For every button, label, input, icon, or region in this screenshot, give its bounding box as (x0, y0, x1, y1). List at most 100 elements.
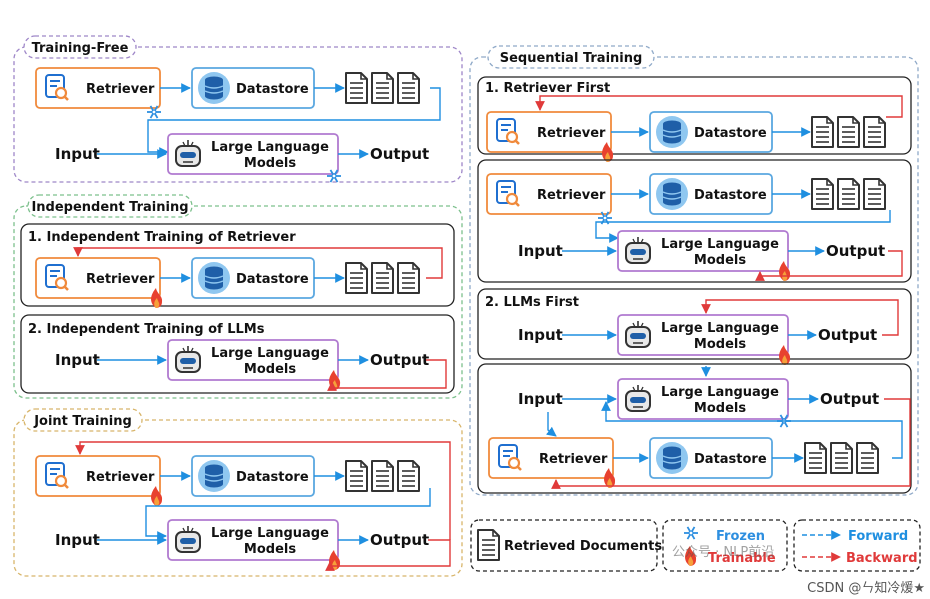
input-label: Input (518, 242, 563, 260)
datastore-label: Datastore (236, 82, 309, 97)
document-icon (345, 262, 368, 294)
document-icon (804, 442, 827, 474)
input-label: Input (518, 390, 563, 408)
output-label: Output (820, 390, 879, 408)
backward-arrow (535, 95, 903, 118)
legend-backward-label: Backward (846, 551, 918, 566)
backward-arrow (327, 359, 447, 391)
independent-llm-panel (20, 314, 455, 394)
document-icon (371, 72, 394, 104)
forward-arrow (147, 87, 441, 157)
joint-training-section (13, 408, 463, 577)
fire-icon (779, 345, 791, 365)
input-label: Input (518, 326, 563, 344)
document-icon (856, 442, 879, 474)
llm-label-line1: Large Language (661, 385, 779, 400)
document-icon (397, 72, 420, 104)
llm-label-line1: Large Language (211, 346, 329, 361)
forward-arrow (546, 412, 557, 437)
input-label: Input (55, 531, 100, 549)
csdn-watermark: CSDN @ㄣ知冷煖★ (807, 580, 925, 596)
robot-icon (625, 237, 651, 264)
legend-retrieved-documents (470, 519, 658, 572)
legend-frozen-label: Frozen (716, 529, 765, 544)
retriever-label: Retriever (86, 82, 155, 97)
database-icon (656, 442, 688, 474)
robot-icon (175, 526, 201, 553)
backward-arrow (701, 299, 899, 336)
llm-label-line2: Models (694, 337, 746, 352)
document-icon (397, 460, 420, 492)
backward-arrow (325, 539, 451, 571)
llm-label-line1: Large Language (661, 321, 779, 336)
independent-sub1-title: 1. Independent Training of Retriever (28, 230, 296, 245)
llms-first-step1-panel (477, 288, 912, 360)
sequential-sub2-title: 2. LLMs First (485, 295, 579, 310)
retriever-icon (496, 180, 520, 207)
retriever-icon (496, 118, 520, 145)
document-icon (397, 262, 420, 294)
independent-sub2-title: 2. Independent Training of LLMs (28, 322, 265, 337)
document-icon (811, 178, 834, 210)
llm-label-line2: Models (244, 542, 296, 557)
document-icon (837, 116, 860, 148)
llm-label-line2: Models (694, 253, 746, 268)
output-label: Output (370, 531, 429, 549)
independent-retriever-panel (20, 223, 455, 307)
robot-icon (175, 140, 201, 167)
datastore-label: Datastore (694, 188, 767, 203)
document-icon (477, 529, 500, 561)
snowflake-icon (147, 105, 161, 119)
document-icon (837, 178, 860, 210)
llms-first-step2-panel (477, 363, 912, 494)
output-label: Output (370, 351, 429, 369)
document-icon (863, 116, 886, 148)
fire-icon (151, 288, 163, 308)
retriever-label: Retriever (537, 126, 606, 141)
document-icon (863, 178, 886, 210)
input-label: Input (55, 351, 100, 369)
training-free-section-title: Training-Free (32, 41, 129, 56)
database-icon (198, 262, 230, 294)
retriever-first-step2-panel (477, 159, 912, 283)
llm-label-line1: Large Language (661, 237, 779, 252)
forward-arrow (595, 210, 891, 243)
forward-arrow (145, 488, 431, 541)
datastore-label: Datastore (694, 452, 767, 467)
retriever-label: Retriever (86, 272, 155, 287)
database-icon (656, 116, 688, 148)
output-label: Output (818, 326, 877, 344)
database-icon (656, 178, 688, 210)
document-icon (345, 72, 368, 104)
llm-label-line2: Models (694, 401, 746, 416)
retriever-label: Retriever (86, 470, 155, 485)
robot-icon (625, 385, 651, 412)
backward-arrow (551, 398, 911, 489)
independent-training-section (13, 194, 463, 399)
document-icon (345, 460, 368, 492)
datastore-label: Datastore (236, 272, 309, 287)
database-icon (198, 460, 230, 492)
retriever-icon (45, 462, 69, 489)
joint-training-section-title: Joint Training (33, 414, 132, 429)
retriever-label: Retriever (539, 452, 608, 467)
output-label: Output (370, 145, 429, 163)
datastore-label: Datastore (236, 470, 309, 485)
database-icon (198, 72, 230, 104)
retriever-first-step1-panel (477, 76, 912, 155)
llm-label-line1: Large Language (211, 140, 329, 155)
forward-arrow (601, 401, 903, 459)
sequential-training-section (469, 45, 919, 496)
fire-icon (685, 546, 697, 566)
legend-forward-backward (793, 519, 921, 572)
document-icon (811, 116, 834, 148)
document-icon (371, 262, 394, 294)
retriever-icon (498, 444, 522, 471)
retriever-icon (45, 264, 69, 291)
backward-arrow (755, 250, 903, 281)
llm-label-line2: Models (244, 156, 296, 171)
legend-forward-label: Forward (848, 529, 908, 544)
robot-icon (625, 321, 651, 348)
llm-label-line2: Models (244, 362, 296, 377)
